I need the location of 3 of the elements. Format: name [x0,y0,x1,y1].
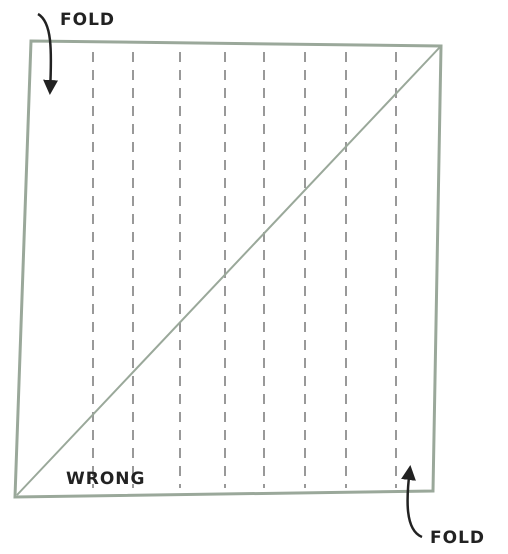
fold-label: FOLD [60,10,116,30]
fold-label: FOLD [430,528,486,548]
wrong-label: WRONG [66,469,146,489]
